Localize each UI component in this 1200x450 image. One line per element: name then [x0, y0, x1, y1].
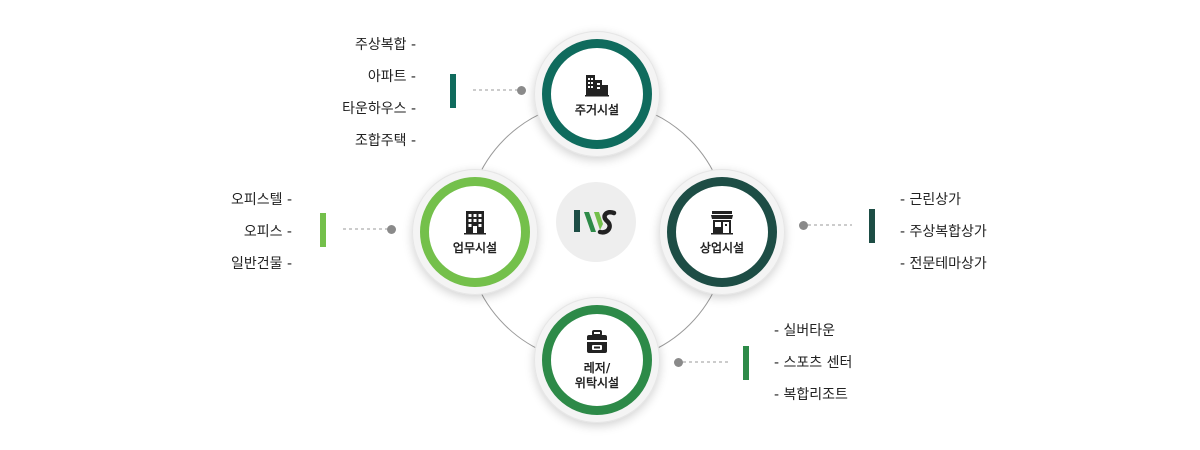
- connector-dot-leisure: [674, 358, 683, 367]
- list-item: - 전문테마상가: [900, 256, 987, 272]
- ring-residential: 주거시설: [542, 39, 652, 149]
- apartment-building-icon: [585, 74, 609, 96]
- connector-dot-office: [387, 225, 396, 234]
- list-item: 오피스텔 -: [230, 192, 292, 208]
- list-item: - 스포츠 센터: [774, 355, 853, 371]
- ring-office: 업무시설: [420, 177, 530, 287]
- list-commercial: - 근린상가 - 주상복합상가 - 전문테마상가: [900, 184, 1060, 280]
- connector-dot-residential: [517, 86, 526, 95]
- list-item: - 실버타운: [774, 323, 836, 339]
- list-item: 아파트 -: [367, 69, 416, 85]
- ring-leisure: 레저/ 위탁시설: [542, 305, 652, 415]
- label-residential: 주거시설: [574, 102, 620, 117]
- node-office[interactable]: 업무시설: [412, 169, 538, 295]
- node-commercial[interactable]: 상업시설: [659, 169, 785, 295]
- center-logo: [556, 182, 636, 262]
- storefront-icon: [711, 210, 733, 234]
- list-office: 오피스텔 - 오피스 - 일반건물 -: [180, 184, 292, 280]
- label-office: 업무시설: [452, 240, 498, 255]
- list-item: - 복합리조트: [774, 387, 848, 403]
- list-item: 오피스 -: [243, 224, 292, 240]
- suitcase-icon: [587, 330, 607, 353]
- company-logo-icon: [574, 210, 617, 235]
- label-leisure: 레저/ 위탁시설: [574, 361, 620, 390]
- connector-dot-commercial: [799, 221, 808, 230]
- list-item: 주상복합 -: [354, 37, 416, 53]
- accent-bar-residential: [450, 74, 456, 108]
- list-item: - 근린상가: [900, 192, 962, 208]
- node-leisure[interactable]: 레저/ 위탁시설: [534, 297, 660, 423]
- accent-bar-leisure: [743, 346, 749, 380]
- accent-bar-commercial: [869, 209, 875, 243]
- list-item: 조합주택 -: [354, 133, 416, 149]
- office-building-icon: [464, 210, 486, 234]
- list-item: 타운하우스 -: [342, 101, 416, 117]
- list-leisure: - 실버타운 - 스포츠 센터 - 복합리조트: [774, 315, 934, 411]
- ring-commercial: 상업시설: [667, 177, 777, 287]
- label-commercial: 상업시설: [699, 240, 745, 255]
- node-residential[interactable]: 주거시설: [534, 31, 660, 157]
- list-residential: 주상복합 - 아파트 - 타운하우스 - 조합주택 -: [300, 29, 416, 157]
- list-item: 일반건물 -: [230, 256, 292, 272]
- accent-bar-office: [320, 213, 326, 247]
- list-item: - 주상복합상가: [900, 224, 987, 240]
